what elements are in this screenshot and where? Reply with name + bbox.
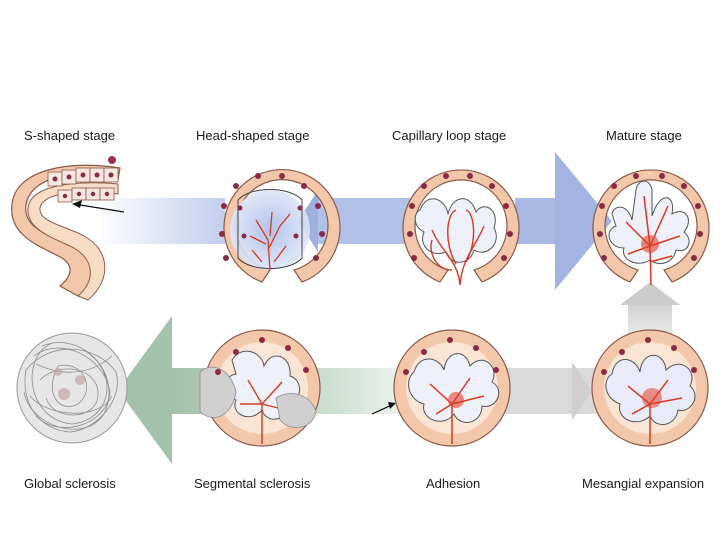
label-s-shaped-stage: S-shaped stage: [24, 128, 115, 143]
label-global-sclerosis: Global sclerosis: [24, 476, 116, 491]
label-mesangial-expansion: Mesangial expansion: [582, 476, 704, 491]
arrow-band-blue-fade: [95, 198, 225, 244]
label-head-shaped-stage: Head-shaped stage: [196, 128, 309, 143]
label-adhesion: Adhesion: [426, 476, 480, 491]
arrow-head-gray-up: [620, 282, 680, 305]
label-segmental-sclerosis: Segmental sclerosis: [194, 476, 310, 491]
label-mature-stage: Mature stage: [606, 128, 682, 143]
segmental-sclerosis-illustration: [200, 330, 320, 446]
capillary-loop-stage-illustration: [403, 170, 519, 285]
mesangial-expansion-illustration: [592, 330, 708, 446]
global-sclerosis-illustration: [17, 333, 127, 443]
label-capillary-loop-stage: Capillary loop stage: [392, 128, 506, 143]
mature-stage-illustration: [593, 170, 709, 285]
